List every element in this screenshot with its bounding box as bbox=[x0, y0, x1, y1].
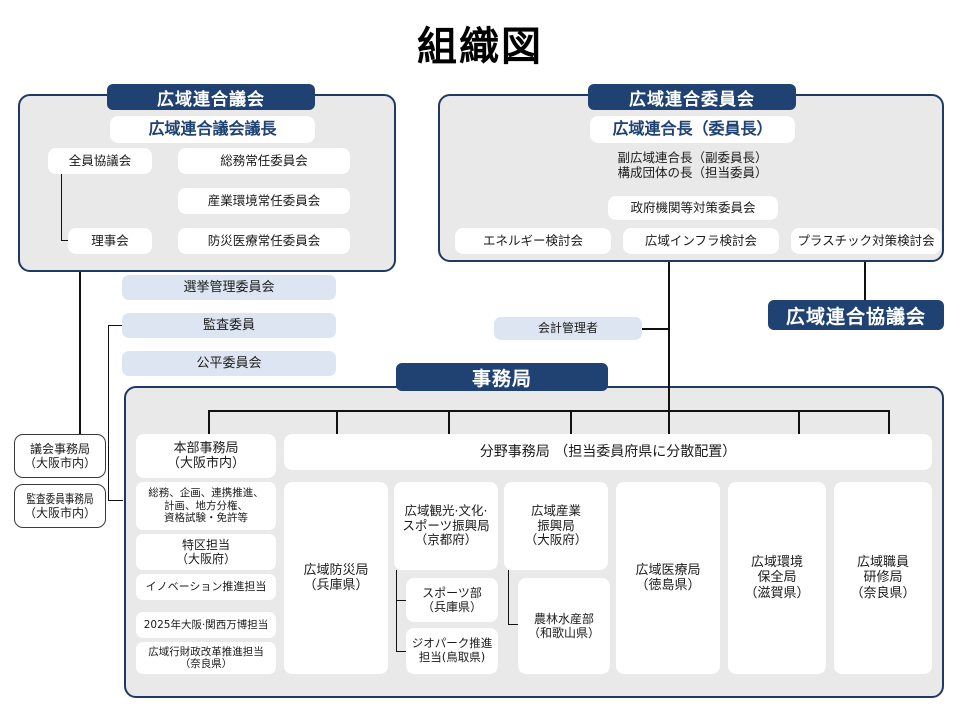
audit-branch-vertical-line bbox=[108, 325, 109, 501]
bureau-0[interactable]: 広域防災局 （兵庫県） bbox=[284, 482, 388, 674]
study-group-infrastructure[interactable]: 広域インフラ検討会 bbox=[623, 228, 779, 254]
hq-division-4[interactable]: 広域行財政改革推進担当 （奈良県） bbox=[136, 642, 276, 674]
secretariat-drop-5 bbox=[798, 410, 800, 442]
secretariat-distributor-line bbox=[208, 410, 888, 412]
hq-office: 本部事務局 （大阪市内） bbox=[136, 434, 276, 478]
assembly-left-item-0[interactable]: 全員協議会 bbox=[48, 148, 152, 174]
gov-measures-committee[interactable]: 政府機関等対策委員会 bbox=[608, 196, 778, 220]
assembly-secretariat-office[interactable]: 議会事務局 （大阪市内） bbox=[14, 434, 106, 478]
bureau-1-child-trunk bbox=[396, 570, 397, 652]
assembly-left-item-1[interactable]: 理事会 bbox=[68, 228, 152, 254]
assembly-right-item-0[interactable]: 総務常任委員会 bbox=[178, 148, 350, 174]
secretariat-drop-4 bbox=[668, 410, 670, 442]
secretariat-drop-0 bbox=[208, 410, 210, 442]
audit-branch-top-line bbox=[108, 325, 123, 326]
bureau-2[interactable]: 広域産業 振興局 （大阪府） bbox=[504, 482, 608, 570]
council-header: 広域連合協議会 bbox=[768, 300, 944, 330]
study-group-plastic[interactable]: プラスチック対策検討会 bbox=[791, 228, 941, 254]
fair-practices-committee[interactable]: 公平委員会 bbox=[122, 351, 336, 376]
audit-secretariat-office[interactable]: 監査委員事務局 （大阪市内） bbox=[14, 484, 106, 528]
assembly-right-item-2[interactable]: 防災医療常任委員会 bbox=[178, 228, 350, 254]
bureau-5[interactable]: 広域職員 研修局 （奈良県） bbox=[834, 482, 932, 674]
bureau-1[interactable]: 広域観光·文化· スポーツ振興局 （京都府） bbox=[394, 482, 498, 570]
bureau-3[interactable]: 広域医療局 （徳島県） bbox=[616, 482, 720, 674]
hq-division-2[interactable]: イノベーション推進担当 bbox=[136, 574, 276, 600]
secretariat-trunk-line bbox=[668, 262, 670, 414]
hq-office-line1: 本部事務局 bbox=[173, 440, 239, 456]
assembly-right-item-1[interactable]: 産業環境常任委員会 bbox=[178, 188, 350, 214]
secretariat-header: 事務局 bbox=[396, 363, 608, 391]
bureau-1-child-1[interactable]: ジオパーク推進 担当(鳥取県) bbox=[406, 628, 498, 674]
hq-division-3[interactable]: 2025年大阪·関西万博担当 bbox=[136, 612, 276, 638]
election-management-committee[interactable]: 選挙管理委員会 bbox=[122, 275, 336, 300]
assembly-to-office-line bbox=[79, 272, 81, 440]
committee-subchief-line1: 副広域連合長（副委員長） bbox=[617, 149, 768, 165]
committee-subchief-line2: 構成団体の長（担当委員） bbox=[617, 164, 768, 180]
accounting-connector-line bbox=[642, 328, 669, 330]
field-offices-header: 分野事務局 （担当委員府県に分散配置） bbox=[284, 434, 932, 470]
secretariat-drop-2 bbox=[448, 410, 450, 442]
bureau-1-child-branch-0 bbox=[396, 600, 407, 601]
hq-office-line2: （大阪市内） bbox=[166, 456, 245, 471]
audit-commissioner[interactable]: 監査委員 bbox=[122, 313, 336, 338]
audit-branch-bottom-line bbox=[108, 500, 123, 501]
assembly-elbow-connector bbox=[61, 174, 71, 241]
assembly-secretariat-office-line1: 議会事務局 bbox=[29, 441, 90, 456]
study-group-energy[interactable]: エネルギー検討会 bbox=[455, 228, 611, 254]
assembly-header: 広域連合議会 bbox=[107, 84, 315, 110]
audit-secretariat-office-line1: 監査委員事務局 bbox=[26, 491, 94, 506]
secretariat-drop-3 bbox=[570, 410, 572, 442]
bureau-4[interactable]: 広域環境 保全局 （滋賀県） bbox=[728, 482, 826, 674]
assembly-secretariat-office-line2: （大阪市内） bbox=[23, 456, 96, 470]
secretariat-drop-6 bbox=[888, 410, 890, 442]
assembly-chair: 広域連合議会議長 bbox=[110, 116, 315, 143]
secretariat-drop-1 bbox=[336, 410, 338, 442]
council-connector-line bbox=[864, 262, 866, 302]
hq-division-0[interactable]: 総務、企画、連携推進、 計画、地方分権、 資格試験・免許等 bbox=[136, 482, 276, 530]
bureau-2-child-elbow bbox=[508, 570, 519, 625]
hq-division-1[interactable]: 特区担当 （大阪府） bbox=[136, 534, 276, 570]
bureau-1-child-branch-1 bbox=[396, 651, 407, 652]
committee-header: 広域連合委員会 bbox=[588, 84, 796, 110]
accounting-manager[interactable]: 会計管理者 bbox=[494, 317, 642, 340]
bureau-2-child-0[interactable]: 農林水産部 （和歌山県） bbox=[518, 578, 610, 674]
page-title: 組織図 bbox=[417, 24, 543, 70]
committee-chief: 広域連合長（委員長） bbox=[590, 116, 795, 143]
bureau-1-child-0[interactable]: スポーツ部 （兵庫県） bbox=[406, 578, 498, 622]
audit-secretariat-office-line2: （大阪市内） bbox=[23, 506, 96, 520]
